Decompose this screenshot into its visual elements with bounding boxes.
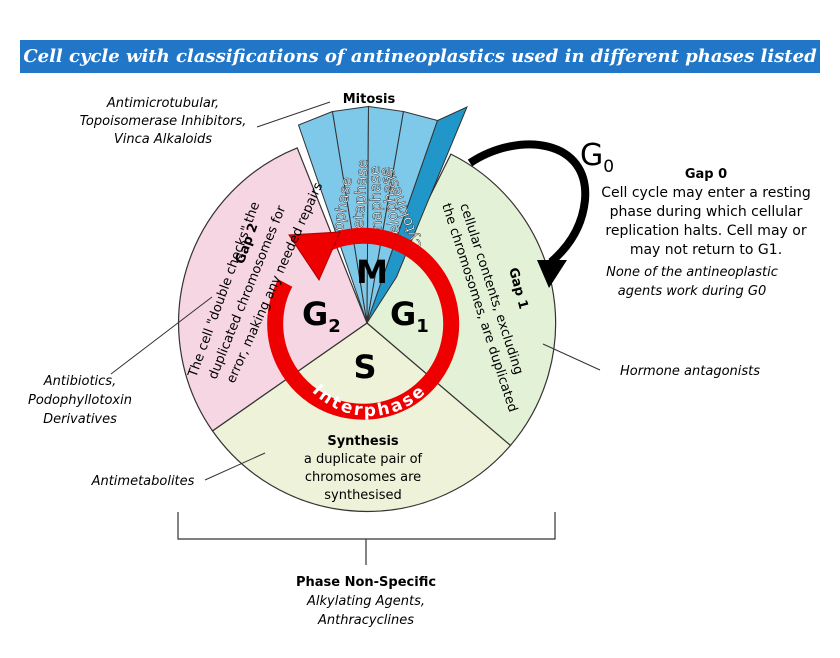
gap2-drugs-3: Derivatives: [43, 412, 117, 427]
gap1-leader: [542, 343, 601, 371]
gap2-drugs-1: Antibiotics,: [43, 374, 116, 389]
gap2-drugs-2: Podophyllotoxin: [28, 393, 132, 408]
synthesis-drugs: Antimetabolites: [91, 474, 195, 489]
interphase-ring: [267, 227, 460, 420]
gap2-sector: [178, 147, 368, 432]
gap0-line-2: phase during which cellular: [610, 204, 803, 220]
mitosis-drugs-3: Vinca Alkaloids: [114, 132, 212, 147]
nonspecific-bracket: [177, 512, 556, 565]
m-letter: M: [356, 253, 388, 291]
gap0-drugs-1: None of the antineoplastic: [606, 265, 778, 280]
metaphase-label: Metaphase: [348, 159, 372, 243]
cytokinesis-wedge: [366, 106, 468, 324]
interphase-arrowhead: [288, 231, 341, 282]
g0-arrowhead: [537, 260, 567, 288]
nonspecific-drugs-1: Alkylating Agents,: [306, 594, 425, 609]
g0-symbol: G0: [580, 138, 614, 177]
gap2-leader: [110, 296, 213, 375]
diagram-title: Cell cycle with classifications of antin…: [23, 46, 817, 100]
gap0-line-1: Cell cycle may enter a resting: [601, 185, 811, 201]
anaphase-label: Anaphase: [365, 166, 386, 241]
nonspecific-heading: Phase Non-Specific: [296, 575, 436, 590]
mitosis-drugs-2: Topoisomerase Inhibitors,: [80, 114, 247, 129]
synthesis-heading: Synthesis: [327, 434, 399, 449]
s-letter: S: [353, 348, 376, 386]
synthesis-line-3: synthesised: [324, 488, 401, 503]
gap1-sector: [366, 153, 557, 447]
gap1-drugs: Hormone antagonists: [620, 364, 760, 379]
mitosis-leader: [256, 101, 331, 128]
g2-symbol: G2: [302, 295, 341, 337]
nonspecific-drugs-2: Anthracyclines: [317, 613, 414, 628]
mitosis-drugs-1: Antimicrotubular,: [106, 96, 219, 111]
synthesis-leader: [204, 452, 266, 481]
synthesis-line-2: chromosomes are: [305, 470, 421, 485]
synthesis-line-1: a duplicate pair of: [304, 452, 423, 467]
gap0-drugs-2: agents work during G0: [618, 284, 766, 299]
gap0-line-4: may not return to G1.: [630, 242, 782, 258]
gap0-heading: Gap 0: [685, 167, 727, 182]
g1-symbol: G1: [390, 295, 429, 337]
g0-arrow: [467, 140, 590, 266]
mitosis-heading: Mitosis: [343, 92, 396, 107]
gap0-line-3: replication halts. Cell may or: [605, 223, 806, 239]
title-band: [20, 40, 820, 73]
